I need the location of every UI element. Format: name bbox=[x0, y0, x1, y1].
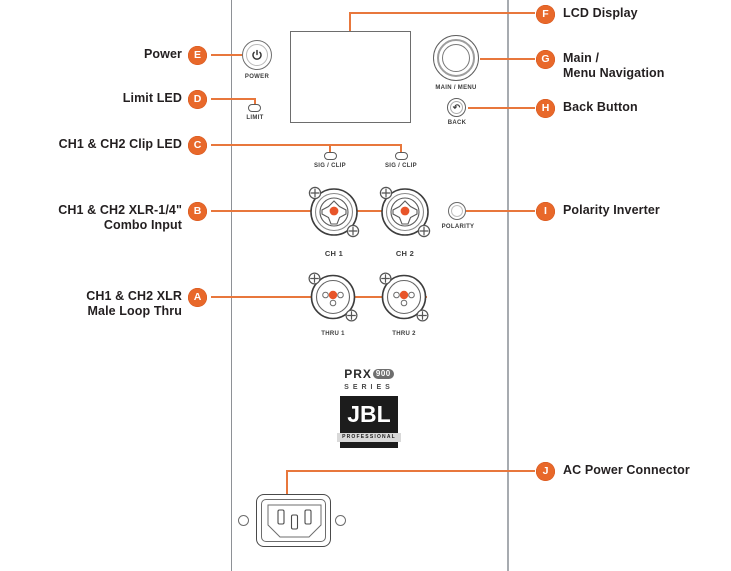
leader-line-c bbox=[211, 144, 402, 146]
back-arrow-icon: ↶ bbox=[452, 102, 461, 112]
loop-thru-ch2[interactable] bbox=[377, 270, 431, 324]
leader-line-f bbox=[349, 12, 535, 14]
callout-badge-b[interactable]: B bbox=[188, 202, 207, 221]
loop-thru-ch1[interactable] bbox=[306, 270, 360, 324]
ac-inlet-screw-right bbox=[335, 515, 346, 526]
callout-label-ac-power: AC Power Connector bbox=[563, 463, 690, 477]
leader-line-c-branch-2 bbox=[400, 144, 402, 153]
callout-label-combo-input: CH1 & CH2 XLR-1/4" Combo Input bbox=[58, 203, 182, 232]
ac-inlet-screw-left bbox=[238, 515, 249, 526]
leader-line-d-drop bbox=[254, 98, 256, 108]
polarity-caption: POLARITY bbox=[441, 224, 475, 230]
prx-series-name: PRX bbox=[344, 367, 372, 381]
combo-input-ch1[interactable] bbox=[306, 184, 362, 240]
callout-label-lcd-display: LCD Display bbox=[563, 6, 638, 20]
clip-led-ch2 bbox=[395, 152, 408, 160]
prx-series-word: SERIES bbox=[344, 384, 394, 391]
loop-thru-ch1-caption: THRU 1 bbox=[321, 331, 345, 337]
jbl-professional-label: PROFESSIONAL bbox=[337, 432, 401, 442]
limit-led-caption: LIMIT bbox=[246, 115, 264, 121]
ac-inlet-inner-frame bbox=[261, 499, 326, 542]
clip-led-ch1 bbox=[324, 152, 337, 160]
callout-label-polarity-inverter: Polarity Inverter bbox=[563, 203, 660, 217]
callout-badge-d[interactable]: D bbox=[188, 90, 207, 109]
callout-badge-e[interactable]: E bbox=[188, 46, 207, 65]
callout-badge-j[interactable]: J bbox=[536, 462, 555, 481]
leader-line-j bbox=[286, 470, 535, 472]
main-menu-knob-caption: MAIN / MENU bbox=[435, 85, 477, 91]
callout-label-loop-thru: CH1 & CH2 XLR Male Loop Thru bbox=[86, 289, 182, 318]
back-button[interactable]: ↶ bbox=[447, 98, 466, 117]
clip-led-ch2-caption: SIG / CLIP bbox=[384, 163, 417, 169]
limit-led bbox=[248, 104, 261, 112]
ac-power-connector[interactable] bbox=[256, 494, 331, 547]
combo-input-ch2[interactable] bbox=[377, 184, 433, 240]
leader-line-f-drop bbox=[349, 12, 351, 31]
callout-badge-g[interactable]: G bbox=[536, 50, 555, 69]
power-icon bbox=[252, 49, 262, 60]
jbl-logo: JBL PROFESSIONAL bbox=[337, 396, 401, 448]
loop-thru-ch2-caption: THRU 2 bbox=[392, 331, 416, 337]
lcd-display bbox=[290, 31, 411, 123]
leader-line-i bbox=[466, 210, 535, 212]
clip-led-ch1-caption: SIG / CLIP bbox=[313, 163, 346, 169]
callout-badge-f[interactable]: F bbox=[536, 5, 555, 24]
leader-line-e bbox=[211, 54, 247, 56]
panel-right-edge bbox=[507, 0, 509, 571]
polarity-inverter-button[interactable] bbox=[448, 202, 466, 220]
leader-line-g bbox=[480, 58, 535, 60]
panel-left-edge bbox=[231, 0, 232, 571]
callout-label-limit-led: Limit LED bbox=[122, 91, 182, 105]
leader-line-d bbox=[211, 98, 256, 100]
combo-input-ch1-caption: CH 1 bbox=[324, 249, 344, 258]
callout-label-back-button: Back Button bbox=[563, 100, 638, 114]
prx-series-number: 900 bbox=[372, 369, 394, 379]
callout-badge-a[interactable]: A bbox=[188, 288, 207, 307]
ac-inlet-pins bbox=[267, 504, 322, 538]
callout-badge-c[interactable]: C bbox=[188, 136, 207, 155]
power-button-caption: POWER bbox=[244, 74, 270, 80]
combo-input-ch2-caption: CH 2 bbox=[395, 249, 415, 258]
callout-badge-h[interactable]: H bbox=[536, 99, 555, 118]
callout-label-power: Power bbox=[143, 47, 182, 61]
callout-label-main-menu: Main / Menu Navigation bbox=[563, 51, 665, 80]
leader-line-h bbox=[468, 107, 535, 109]
power-button[interactable] bbox=[242, 40, 272, 70]
leader-line-c-branch-1 bbox=[329, 144, 331, 153]
callout-label-clip-led: CH1 & CH2 Clip LED bbox=[58, 137, 182, 151]
leader-line-j-drop bbox=[286, 470, 288, 494]
jbl-brand-mark: JBL bbox=[347, 400, 391, 427]
back-button-caption: BACK bbox=[447, 120, 467, 126]
callout-badge-i[interactable]: I bbox=[536, 202, 555, 221]
main-menu-knob[interactable] bbox=[433, 35, 479, 81]
